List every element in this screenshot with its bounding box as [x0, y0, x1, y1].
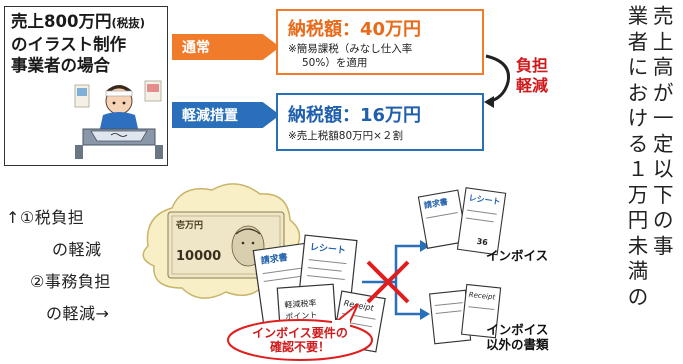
red-x-stroke	[366, 260, 410, 304]
benefit-2-line-1: ②事務負担	[30, 272, 111, 291]
tablet-sketch	[110, 133, 128, 137]
branch-down-head	[420, 308, 430, 320]
doc-receipt-line	[307, 267, 342, 272]
bubble-line-1: インボイス要件の	[252, 326, 348, 340]
invoice-doc-b-number: 36	[476, 237, 489, 248]
invoice-doc-b-line	[465, 217, 494, 223]
portrait-eye-left	[241, 241, 245, 245]
curved-arrow	[484, 54, 511, 108]
other-doc-b-title: Receipt	[468, 291, 495, 302]
invoice-doc-a: 請求書	[417, 189, 468, 249]
doc-invoice-title: 請求書	[260, 251, 288, 267]
branch-up	[394, 244, 420, 282]
case-line-1: 売上800万円	[11, 12, 112, 31]
curved-arrow-line	[485, 54, 511, 104]
other-doc-a-line	[435, 310, 462, 314]
desk-leg-right	[155, 145, 163, 159]
portrait-eye-right	[251, 241, 255, 245]
benefit-1-line-2: の軽減	[52, 240, 102, 259]
result-reduced-title: 納税額：16万円	[288, 105, 422, 126]
other-docs-label-line-1: インボイス	[486, 322, 549, 337]
burden-line-1: 負担	[516, 56, 549, 75]
illustrator-headband	[105, 90, 133, 97]
invoice-label: インボイス	[486, 248, 549, 263]
arrow-normal: 通常	[172, 34, 280, 60]
speech-bubble	[227, 319, 373, 361]
result-reduced-note: ※売上税額80万円×２割	[288, 130, 403, 142]
doc-invoice-line	[263, 275, 304, 283]
result-normal-box: 納税額：40万円 ※簡易課税（みなし仕入率 50%）を適用	[276, 9, 484, 75]
doc-receipt-line	[308, 259, 347, 265]
drawing-tablet	[90, 130, 148, 142]
case-box: 売上800万円(税抜) のイラスト制作 事業者の場合	[4, 6, 168, 166]
branch-down	[394, 282, 420, 316]
invoice-illustration: 壱万円 10000 請求書 レシート 軽減税率 ポイント Receipt	[142, 183, 507, 361]
result-reduced-box: 納税額：16万円 ※売上税額80万円×２割	[276, 93, 484, 151]
illustrator-hair	[106, 85, 132, 95]
case-description: 売上800万円(税抜) のイラスト制作 事業者の場合	[11, 11, 145, 76]
case-line-1-note: (税抜)	[111, 16, 145, 30]
burden-reduction-label: 負担 軽減	[516, 56, 548, 96]
desk-leg-left	[75, 145, 83, 159]
result-normal-title: 納税額：40万円	[288, 19, 422, 40]
other-doc-b-sheet	[460, 283, 502, 339]
benefit-1-line-1: ↑①税負担	[6, 208, 85, 227]
result-normal-note-2: 50%）を適用	[302, 57, 368, 69]
invoice-doc-b: レシート 36	[456, 187, 507, 256]
vertical-text-column-1: 業者における１万円未満の	[627, 4, 649, 309]
result-normal-note-1: ※簡易課税（みなし仕入率	[288, 43, 413, 55]
banknote-border	[171, 215, 281, 275]
bubble-line-2: 確認不要！	[269, 340, 330, 354]
arrow-normal-label: 通常	[182, 40, 210, 56]
other-doc-b: Receipt	[460, 283, 502, 339]
banknote-value: 壱万円	[176, 219, 203, 231]
case-line-2: のイラスト制作	[11, 35, 127, 54]
doc-invoice-line	[262, 266, 307, 275]
portrait-hair	[235, 228, 261, 235]
invoice-doc-a-line	[426, 212, 458, 219]
wall-note-left-picture	[77, 88, 87, 96]
other-doc-a-line	[434, 302, 463, 307]
burden-line-2: 軽減	[516, 76, 549, 95]
invoice-doc-a-title: 請求書	[423, 196, 448, 210]
vertical-text-column-2: 売上高が一定以下の事	[653, 4, 674, 258]
illustrator-eye-right	[122, 101, 126, 105]
doc-stamp-sub: ポイント	[285, 310, 318, 321]
other-docs-label: インボイス 以外の書類	[486, 322, 549, 352]
case-line-3: 事業者の場合	[11, 56, 110, 75]
invoice-doc-b-title: レシート	[468, 193, 501, 206]
arrow-reduced-label: 軽減措置	[182, 108, 238, 124]
arrow-reduced: 軽減措置	[172, 102, 280, 128]
doc-stamp-text: 軽減税率	[284, 298, 317, 310]
illustrator-shirt	[99, 112, 139, 133]
invoice-doc-b-line	[466, 209, 497, 215]
illustrator-illustration	[74, 80, 163, 159]
wall-note-right-picture	[147, 84, 159, 92]
speech-bubble-tail-mask	[332, 320, 350, 328]
bubble-text: インボイス要件の 確認不要！	[228, 326, 372, 354]
illustrator-eye-left	[112, 101, 116, 105]
branch-up-head	[420, 240, 430, 252]
curved-arrow-head	[484, 96, 494, 108]
other-docs-label-line-2: 以外の書類	[486, 337, 549, 352]
banknote-number: 10000	[176, 249, 221, 264]
other-doc-a	[428, 289, 472, 345]
benefit-2-line-2: の軽減→	[46, 304, 110, 323]
other-doc-b-line	[468, 306, 495, 310]
invoice-doc-b-sheet	[456, 187, 507, 256]
doc-receipt-line	[306, 275, 345, 281]
doc-receipt-title: レシート	[309, 242, 346, 257]
